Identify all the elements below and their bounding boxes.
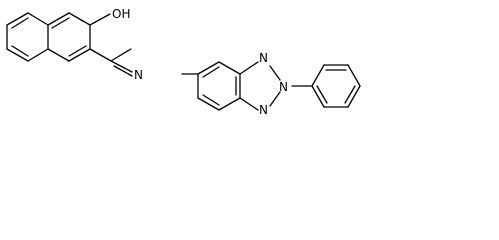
chemical-structure: OH N N N N xyxy=(6,7,361,117)
bond xyxy=(110,48,132,62)
bond xyxy=(6,48,29,62)
bond xyxy=(347,64,361,87)
bond xyxy=(344,85,356,104)
bond xyxy=(68,45,87,57)
bond xyxy=(113,65,133,77)
bond xyxy=(89,13,111,26)
imine-linker xyxy=(89,48,199,77)
bond xyxy=(27,12,49,26)
bond xyxy=(239,61,259,75)
bond xyxy=(239,97,259,111)
triazole-n1-label: N xyxy=(259,51,268,65)
bond xyxy=(51,17,70,29)
bond xyxy=(347,85,361,108)
bond xyxy=(11,45,29,57)
bond xyxy=(218,97,241,111)
imine-nitrogen-label: N xyxy=(134,68,143,82)
bond xyxy=(47,12,70,26)
bond xyxy=(218,61,241,75)
bond xyxy=(27,48,49,62)
bond xyxy=(316,85,328,104)
bond xyxy=(202,66,220,78)
bond xyxy=(311,64,325,87)
bond xyxy=(202,94,220,106)
hydroxyl-label: OH xyxy=(112,7,130,21)
bond xyxy=(68,48,91,62)
bond xyxy=(110,60,133,73)
triazole-n3-label: N xyxy=(259,103,268,117)
bond xyxy=(47,48,70,62)
bond xyxy=(311,85,325,108)
naphthol-fragment xyxy=(6,12,111,62)
bond xyxy=(68,12,91,26)
bond xyxy=(269,65,281,81)
triazole-n2-label: N xyxy=(279,80,288,94)
benzotriazole-fragment xyxy=(197,61,361,111)
bond xyxy=(11,17,29,29)
bond xyxy=(269,91,281,107)
bond xyxy=(197,61,220,75)
bond xyxy=(197,97,220,111)
bond xyxy=(6,12,29,26)
bond xyxy=(89,48,112,62)
